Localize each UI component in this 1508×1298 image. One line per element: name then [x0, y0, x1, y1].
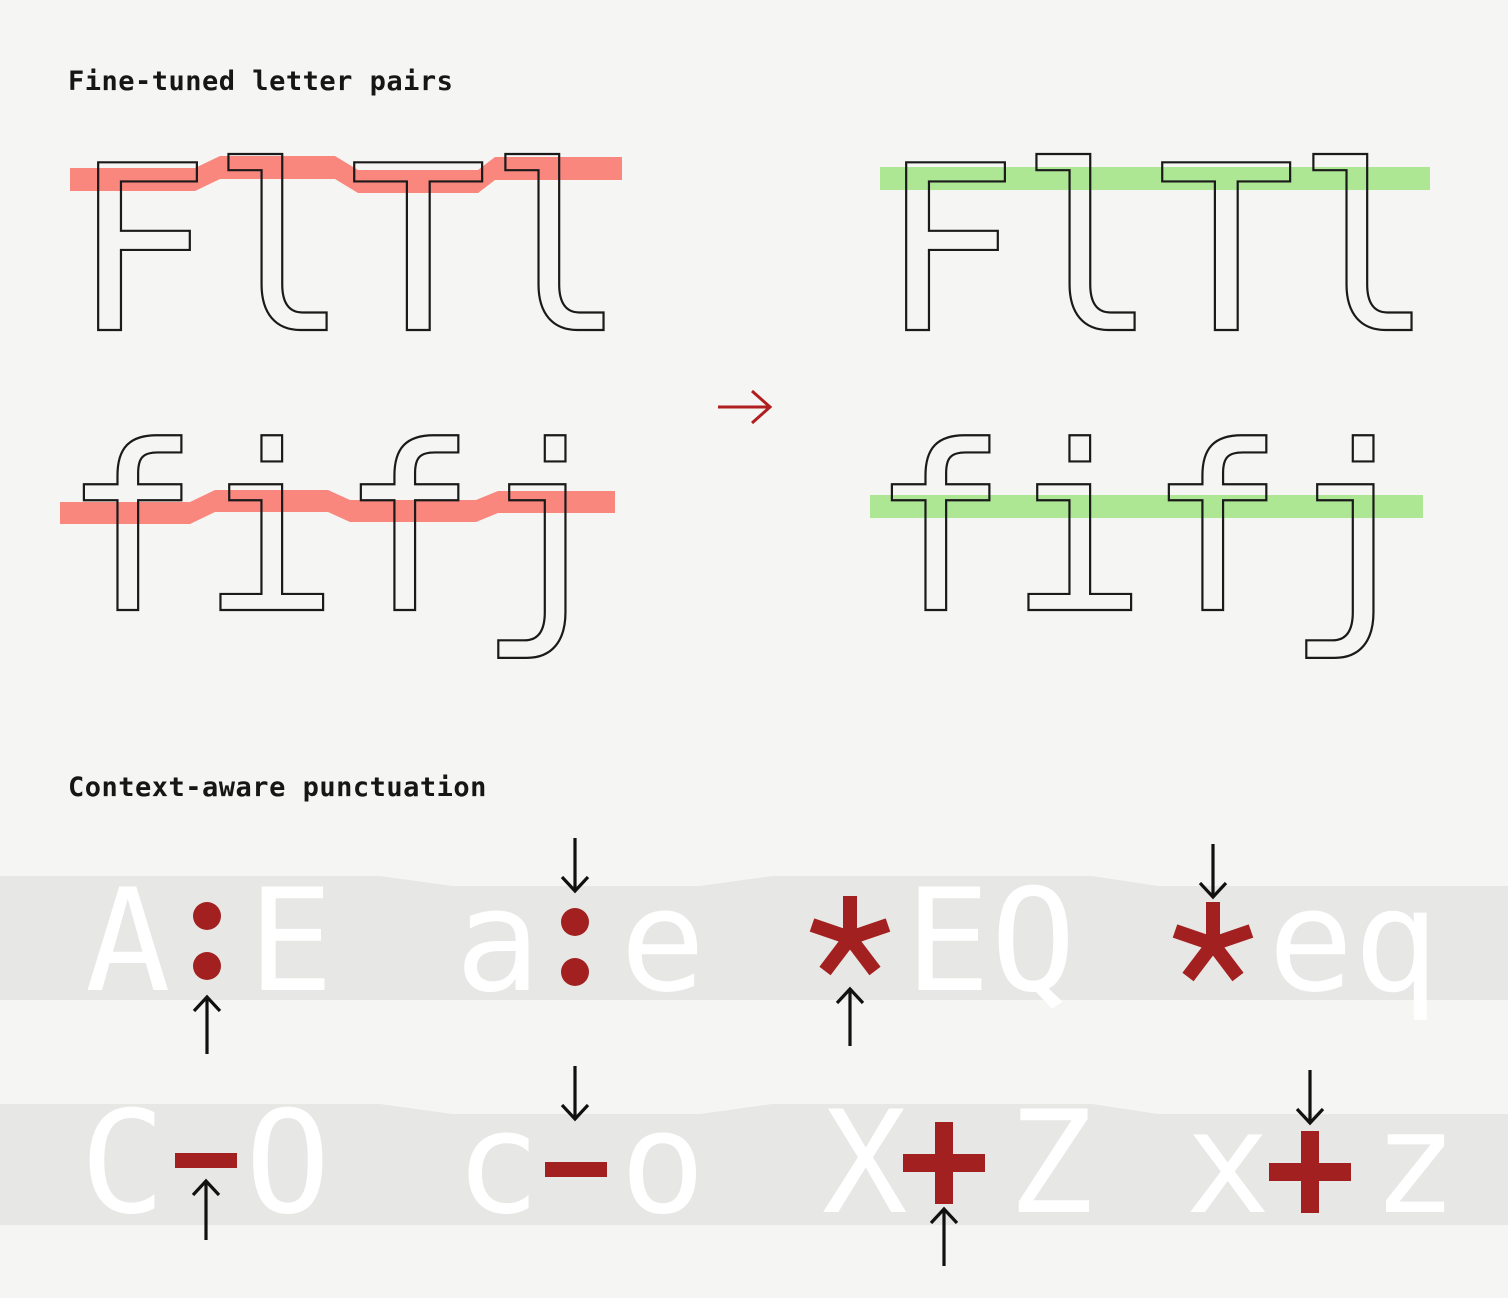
example-letter-right: EQ [905, 859, 1076, 1024]
up-arrow [929, 1206, 959, 1266]
letter-height-band-row1 [0, 876, 1508, 1000]
plus-vertical-bar [1301, 1131, 1319, 1213]
colon-dot-bottom [193, 952, 221, 980]
asterisk-spoke [1207, 939, 1244, 982]
hyphen-mark [175, 1153, 237, 1168]
outline-letters-after-lowercase: fifj [870, 398, 1424, 665]
punctuation-figure: A E a e EQ [0, 838, 1508, 1266]
asterisk-spoke [844, 933, 881, 976]
up-arrow-head [191, 1178, 221, 1197]
example-caps-hyphen: C O [80, 1081, 331, 1246]
example-letter-left: c [455, 1081, 541, 1246]
plus-vertical-bar [935, 1122, 953, 1204]
outline-letters-before-caps: FlTl [72, 140, 626, 385]
example-lowercase-asterisk: eq [1172, 844, 1439, 1024]
example-letter-left: C [80, 1081, 166, 1246]
up-arrow-head [835, 986, 865, 1005]
example-caps-asterisk: EQ [809, 859, 1076, 1046]
letter-pairs-figure: FlTl fifj FlTl fifj [60, 140, 1435, 666]
example-lowercase-colon: a e [455, 838, 706, 1024]
hyphen-mark [545, 1162, 607, 1177]
up-arrow [191, 1178, 221, 1240]
down-arrow-head [1198, 881, 1228, 900]
colon-dot-bottom [561, 958, 589, 986]
example-letter-left: a [455, 859, 541, 1024]
up-arrow [835, 986, 865, 1046]
example-letter-right: O [245, 1081, 331, 1246]
colon-dot-top [561, 908, 589, 936]
down-arrow-head [560, 875, 590, 894]
down-arrow [1198, 844, 1228, 900]
outline-letters-before-lowercase: fifj [62, 398, 616, 665]
down-arrow-head [560, 1103, 590, 1122]
alignment-ribbon-before-caps [70, 156, 622, 193]
colon-dot-top [193, 902, 221, 930]
letter-height-band-row2 [0, 1104, 1508, 1225]
section-heading-punctuation: Context-aware punctuation [68, 772, 487, 803]
section-heading-letter-pairs: Fine-tuned letter pairs [68, 66, 454, 97]
plus-mark [903, 1122, 985, 1204]
transform-arrow-head [751, 389, 773, 425]
transform-arrow [718, 389, 773, 425]
plus-mark [1269, 1131, 1351, 1213]
example-letter-right: eq [1268, 859, 1439, 1024]
example-lowercase-plus: x z [1185, 1070, 1458, 1246]
asterisk-mark [1172, 902, 1254, 982]
example-letter-right: Z [1008, 1081, 1094, 1246]
asterisk-mark [809, 896, 891, 976]
up-arrow [192, 994, 222, 1054]
up-arrow-head [929, 1206, 959, 1225]
alignment-ribbon-after-lowercase [870, 495, 1423, 518]
down-arrow [560, 838, 590, 894]
letter-group-before-lowercase: fifj [60, 397, 617, 666]
example-letter-right: o [620, 1081, 706, 1246]
example-caps-colon: A E [85, 859, 334, 1054]
down-arrow-head [1295, 1107, 1325, 1126]
outline-letters-after-caps: FlTl [880, 140, 1434, 385]
example-letter-left: X [822, 1081, 908, 1246]
example-letter-right: E [248, 859, 334, 1024]
letter-group-after-caps: FlTl [879, 140, 1435, 386]
example-letter-right: e [620, 859, 706, 1024]
alignment-ribbon-before-lowercase [60, 490, 615, 524]
letter-group-after-lowercase: fifj [869, 397, 1425, 666]
up-arrow-head [192, 994, 222, 1013]
alignment-ribbon-after-caps [880, 167, 1430, 190]
letter-group-before-caps: FlTl [70, 140, 627, 386]
down-arrow [560, 1066, 590, 1122]
down-arrow [1295, 1070, 1325, 1126]
example-letter-right: z [1372, 1081, 1458, 1246]
example-letter-left: x [1185, 1081, 1271, 1246]
example-letter-left: A [85, 859, 171, 1024]
example-caps-plus: X Z [822, 1081, 1094, 1266]
example-lowercase-hyphen: c o [455, 1066, 706, 1246]
